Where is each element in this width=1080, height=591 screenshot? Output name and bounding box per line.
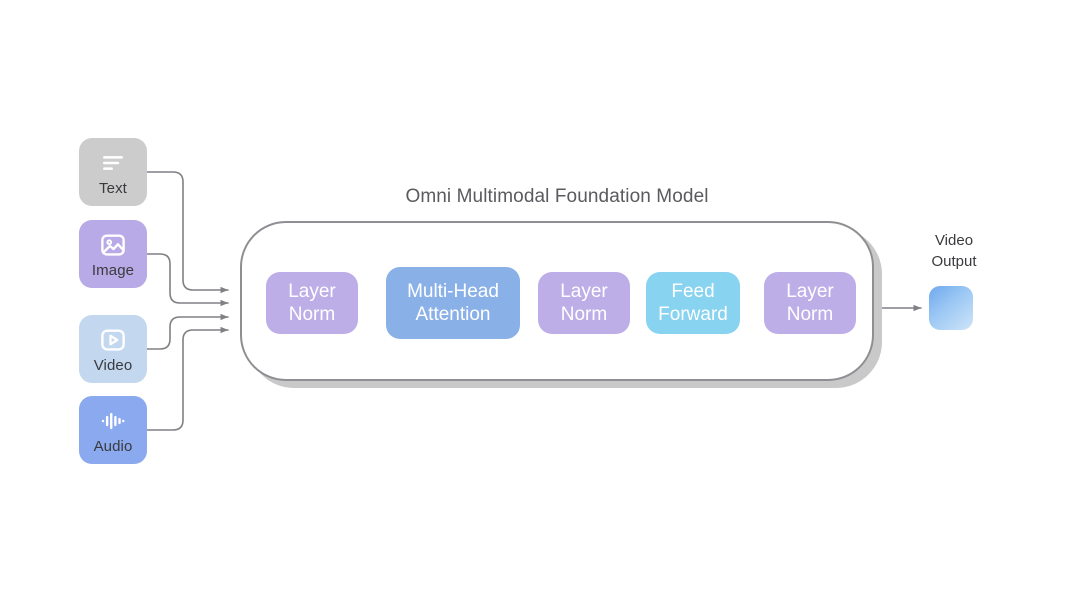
- block-label-multi-head-attention: Multi-Head Attention: [407, 281, 499, 325]
- block-layer-norm-1[interactable]: Layer Norm: [266, 272, 358, 334]
- input-card-audio[interactable]: Audio: [79, 396, 147, 464]
- block-layer-norm-3[interactable]: Layer Norm: [764, 272, 856, 334]
- block-label-layer-norm-2: Layer Norm: [560, 281, 608, 325]
- block-label-layer-norm-3: Layer Norm: [786, 281, 834, 325]
- input-label-audio: Audio: [93, 437, 133, 455]
- input-label-image: Image: [91, 261, 135, 279]
- input-card-video[interactable]: Video: [79, 315, 147, 383]
- block-layer-norm-2[interactable]: Layer Norm: [538, 272, 630, 334]
- block-feed-forward[interactable]: Feed Forward: [646, 272, 740, 334]
- block-label-feed-forward: Feed Forward: [658, 281, 728, 325]
- model-title: Omni Multimodal Foundation Model: [405, 186, 709, 207]
- wire-text-to-model: [146, 171, 229, 294]
- input-label-text: Text: [99, 179, 127, 197]
- wire-image-to-model: [146, 253, 229, 307]
- image-photo-icon: [101, 233, 125, 256]
- block-label-layer-norm-1: Layer Norm: [288, 281, 336, 325]
- video-play-icon: [101, 328, 125, 351]
- input-card-text[interactable]: Text: [79, 138, 147, 206]
- text-lines-icon: [103, 155, 123, 170]
- video-output-chip[interactable]: [929, 286, 973, 330]
- wire-video-to-model: [146, 313, 229, 350]
- wire-audio-to-model: [146, 326, 229, 431]
- audio-wave-icon: [101, 412, 125, 429]
- input-card-image[interactable]: Image: [79, 220, 147, 288]
- video-output-label: Video Output: [931, 232, 977, 270]
- block-multi-head-attention[interactable]: Multi-Head Attention: [386, 267, 520, 339]
- input-label-video: Video: [93, 356, 133, 374]
